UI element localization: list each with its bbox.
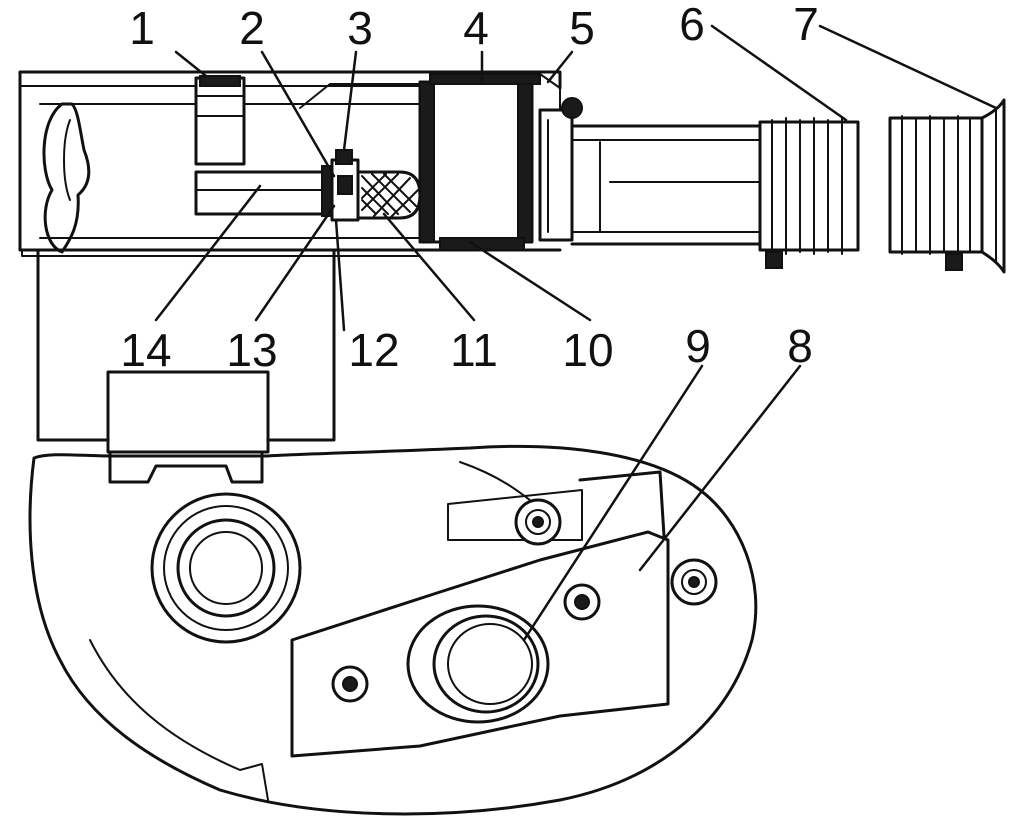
bolt-upper: [514, 498, 562, 546]
push-rod: [570, 124, 762, 246]
callout-10: 10: [562, 324, 613, 376]
leader-9: [522, 364, 704, 642]
callout-11: 11: [450, 324, 498, 376]
bolt-right: [670, 558, 718, 606]
part-5-seal: [538, 97, 583, 242]
callout-13: 13: [226, 324, 277, 376]
part-2-3-13-fastener: [321, 149, 360, 222]
leader-3: [342, 50, 358, 152]
part-9-sleeve: [406, 604, 550, 724]
bolt-lower-left: [331, 665, 369, 703]
leader-14: [154, 184, 262, 322]
leader-13: [254, 204, 336, 322]
callout-12: 12: [348, 324, 399, 376]
upper-housing: [18, 70, 762, 257]
callout-3: 3: [347, 2, 373, 54]
callout-1: 1: [129, 2, 155, 54]
leader-5: [546, 50, 574, 84]
part-6-7-bellows-boot: [758, 98, 1006, 274]
callout-6: 6: [679, 0, 705, 50]
callout-7: 7: [793, 0, 819, 50]
callout-labels: 1 2 3 4 5 6 7 8 9 10 11 12 13 14: [120, 0, 818, 376]
bolt-middle: [563, 583, 601, 621]
bore-circle: [150, 492, 302, 644]
callout-2: 2: [239, 2, 265, 54]
part-10-washer: [439, 237, 525, 251]
leader-lines: [154, 24, 998, 642]
leader-11: [382, 212, 476, 322]
leader-10: [468, 240, 592, 322]
callout-5: 5: [569, 2, 595, 54]
part-11-cushion: [356, 170, 422, 220]
callout-14: 14: [120, 324, 171, 376]
leader-1: [174, 50, 208, 78]
part-1-block: [194, 75, 246, 166]
leader-7: [818, 24, 998, 110]
callout-4: 4: [463, 2, 489, 54]
callout-8: 8: [787, 320, 813, 372]
callout-9: 9: [685, 320, 711, 372]
leader-12: [334, 218, 346, 332]
leader-8: [638, 364, 802, 572]
lower-housing: [28, 248, 758, 816]
leader-6: [710, 24, 848, 122]
part-4-cylinder: [418, 73, 561, 244]
part-14-rod: [194, 170, 326, 216]
leader-2: [260, 50, 336, 178]
